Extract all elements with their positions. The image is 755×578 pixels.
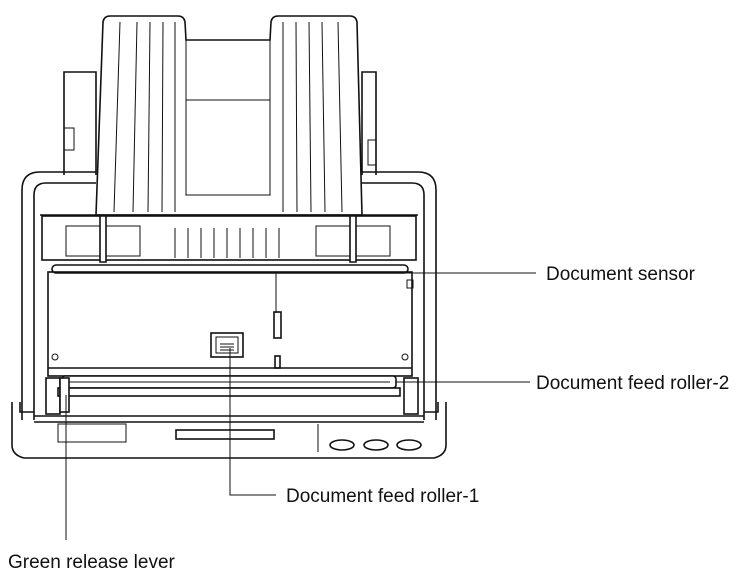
scanner-body [21,171,437,420]
label-green-release-lever: Green release lever [8,552,176,573]
label-document-feed-roller-1: Document feed roller-1 [286,486,479,507]
document-chute [95,15,363,216]
control-button-1 [329,439,355,451]
roller-assembly [45,367,419,415]
top-rail [51,264,409,274]
front-base [11,402,447,459]
callout-leaders [65,272,536,540]
paper-guide-strip [41,215,417,263]
green-release-lever-part [59,377,70,413]
document-sensor-part [273,311,282,339]
control-button-3 [396,439,422,451]
label-document-feed-roller-2: Document feed roller-2 [536,373,729,394]
label-document-sensor: Document sensor [546,264,696,285]
side-brackets [63,71,377,175]
control-button-2 [363,439,389,451]
